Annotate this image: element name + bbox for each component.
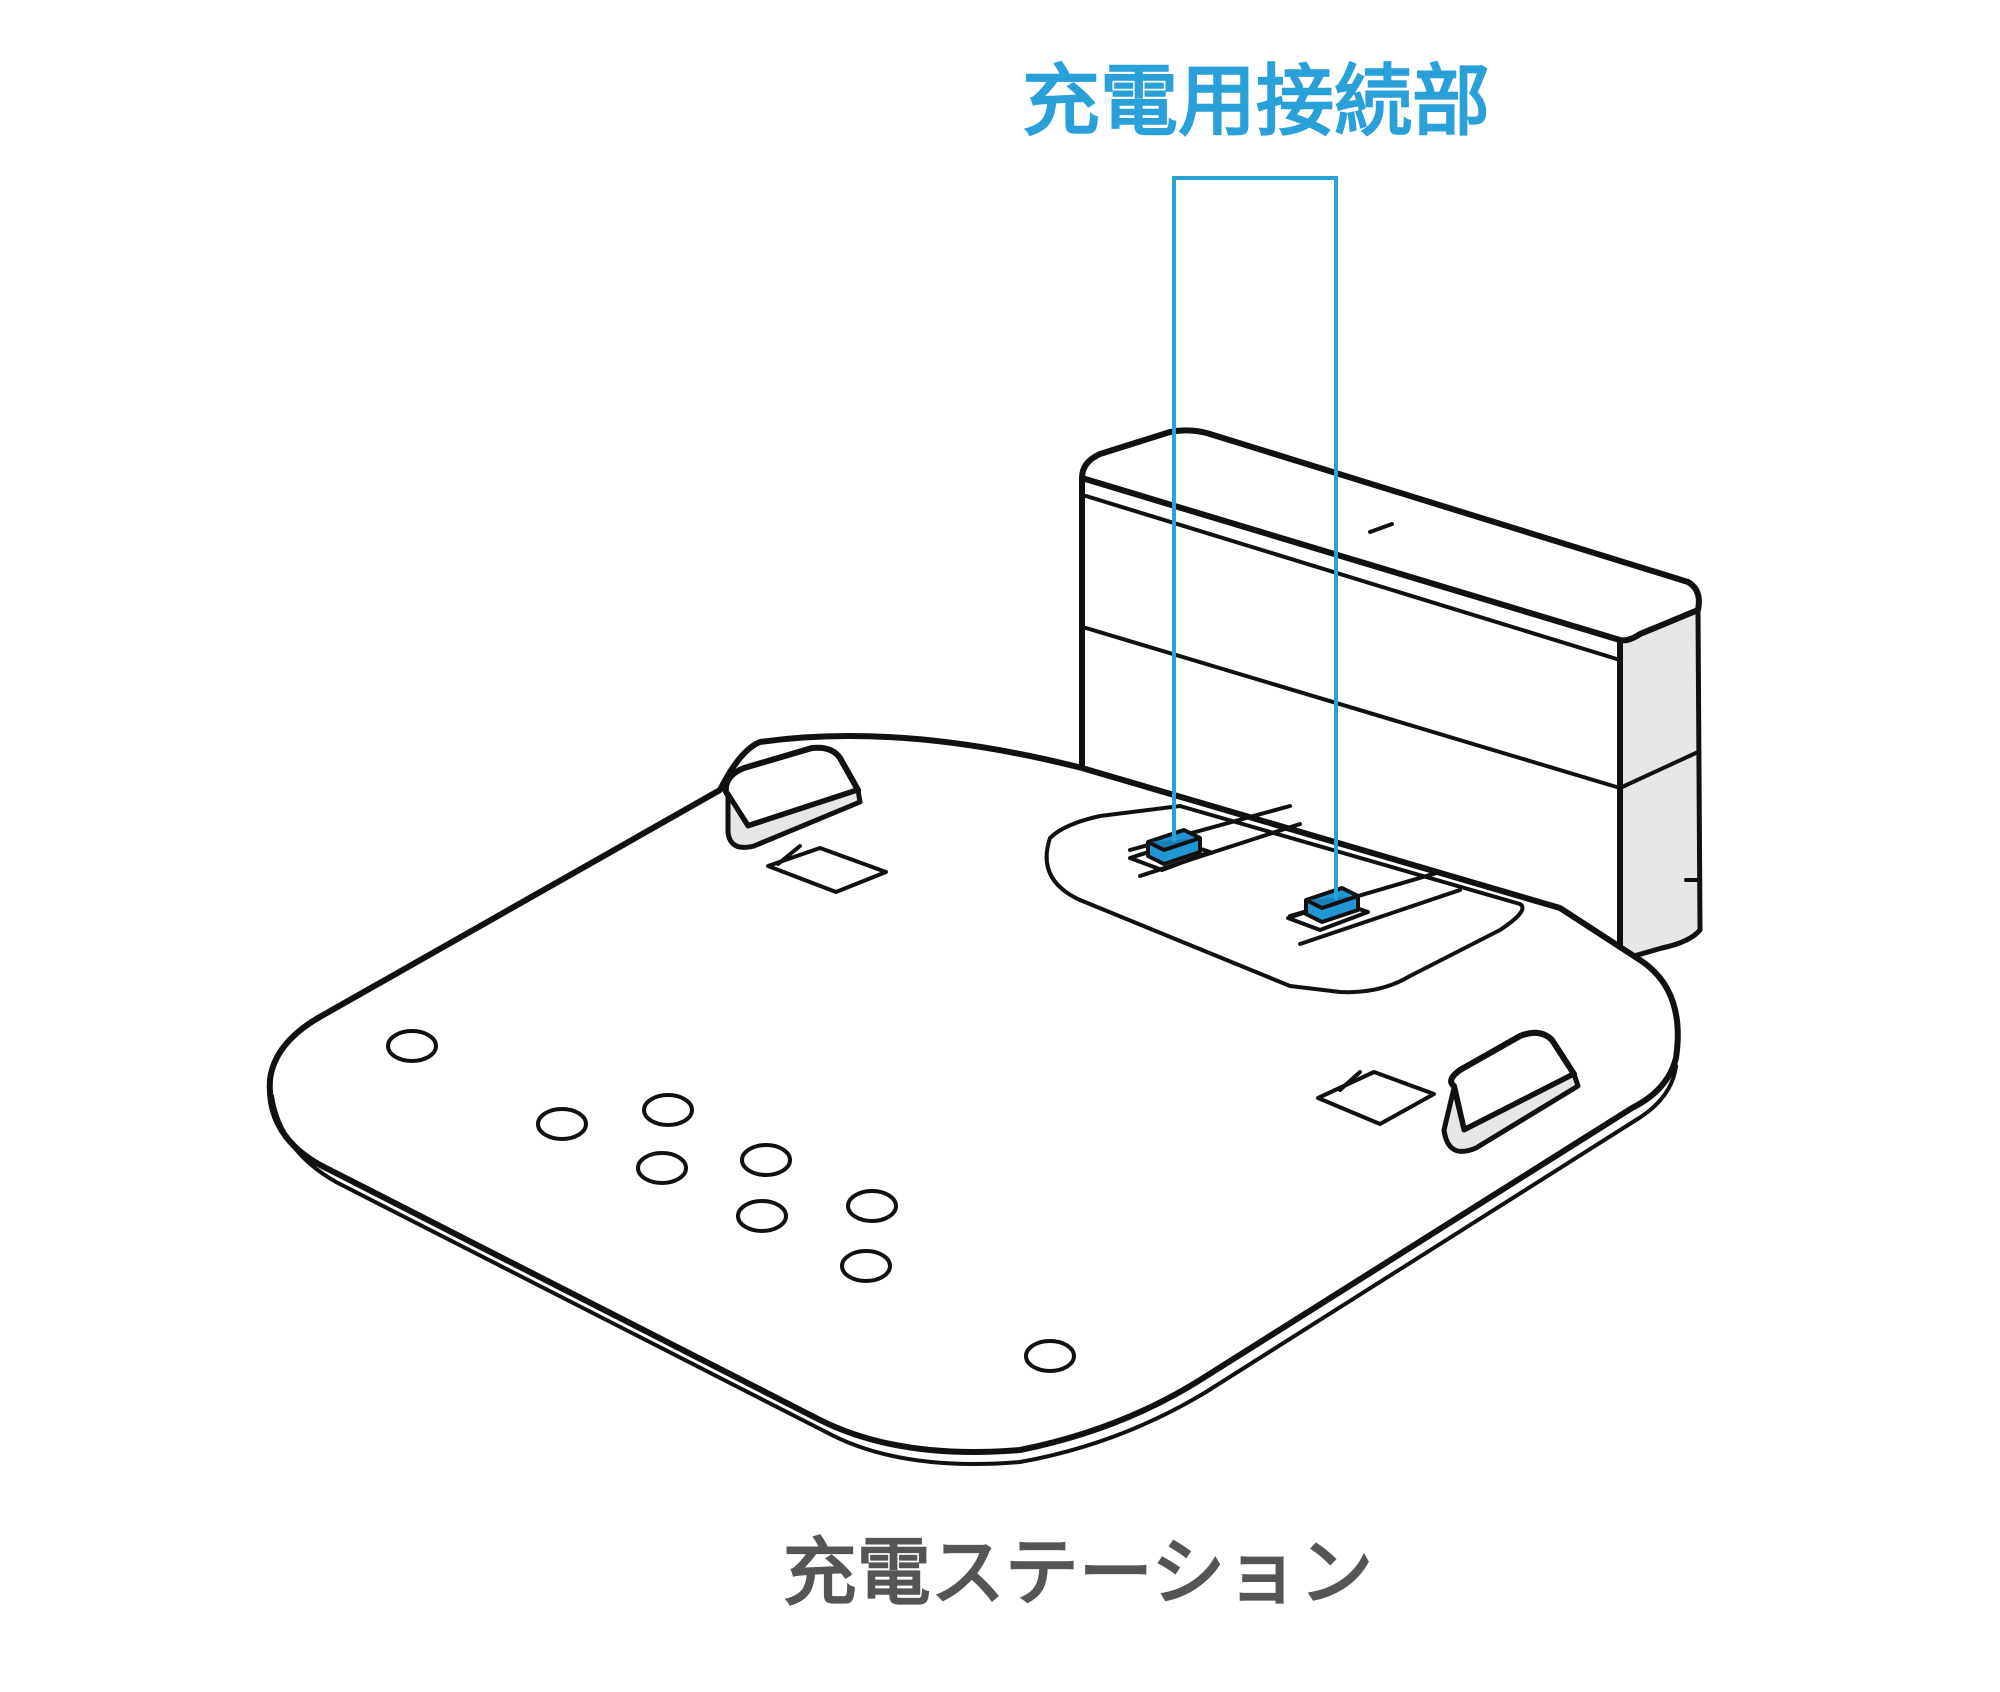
base-edge <box>270 1064 1678 1466</box>
tower-side-face <box>1617 607 1703 963</box>
tower-top-face <box>1079 427 1702 644</box>
base-hole <box>636 1151 688 1185</box>
base-hole <box>536 1107 588 1141</box>
base-hole <box>740 1143 792 1177</box>
right-guide-front <box>1441 1071 1581 1154</box>
base-hole <box>386 1029 438 1063</box>
left-guide-footprint <box>766 846 888 894</box>
base-hole <box>736 1199 788 1233</box>
station-tower <box>1079 427 1703 963</box>
left-guide-block <box>722 744 888 894</box>
tower-notch <box>1684 878 1702 898</box>
right-guide-block <box>1316 1029 1581 1154</box>
right-guide-footprint <box>1316 1070 1436 1126</box>
base-holes <box>386 1029 1076 1373</box>
indicator-slot <box>1368 522 1394 534</box>
left-guide-top <box>722 744 861 829</box>
base-hole <box>846 1189 898 1223</box>
left-guide-footprint-diag <box>776 844 802 866</box>
pad-rail-4 <box>1298 888 1462 946</box>
right-guide-top <box>1448 1029 1577 1133</box>
charging-station-caption: 充電ステーション <box>783 1530 1374 1616</box>
right-guide-footprint-diag <box>1338 1070 1362 1092</box>
tower-band-line <box>1084 626 1700 790</box>
charging-contact-left <box>1146 828 1202 866</box>
base-hole <box>1024 1339 1076 1373</box>
charging-contacts-label: 充電用接続部 <box>1022 57 1490 147</box>
charging-contacts <box>1146 828 1360 924</box>
left-guide-front <box>725 787 863 850</box>
pad-outline <box>1044 804 1525 995</box>
charging-contact-right <box>1304 886 1360 924</box>
callout-leader-lines <box>1172 176 1338 900</box>
base-hole <box>642 1093 694 1127</box>
base-hole <box>840 1249 892 1283</box>
